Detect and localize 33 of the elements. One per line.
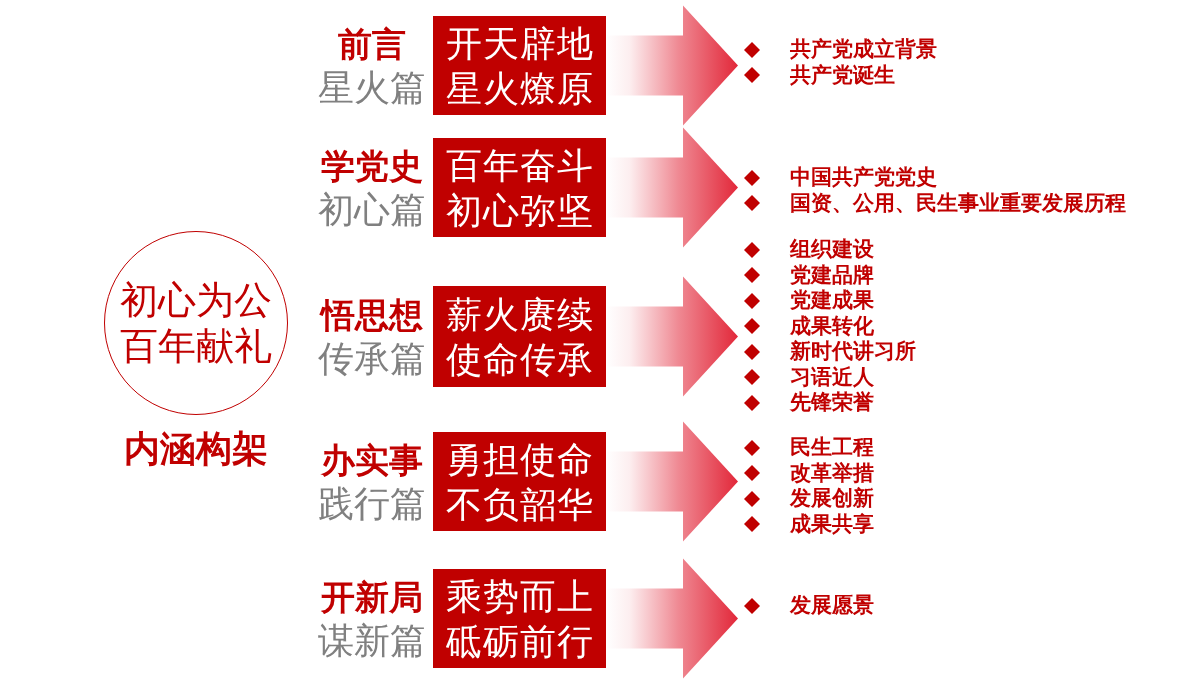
- bullet-text: 习语近人: [790, 364, 874, 390]
- phrase-box: 百年奋斗初心弥坚: [433, 138, 606, 237]
- bullet-text: 党建品牌: [790, 262, 874, 288]
- bullet-text: 共产党诞生: [790, 62, 895, 88]
- phrase-box: 勇担使命不负韶华: [433, 432, 606, 531]
- section-subtitle: 传承篇: [318, 336, 426, 381]
- bullet-text: 成果转化: [790, 313, 874, 339]
- section-title: 开新局: [321, 575, 423, 619]
- bullet-text: 共产党成立背景: [790, 37, 937, 63]
- section-subtitle: 谋新篇: [318, 618, 426, 663]
- bullet-text: 党建成果: [790, 288, 874, 314]
- section-subtitle: 初心篇: [318, 187, 426, 232]
- bullet-text: 发展创新: [790, 486, 874, 512]
- section-title: 学党史: [321, 144, 423, 188]
- bullet-text: 先锋荣誉: [790, 390, 874, 416]
- section-subtitle: 践行篇: [318, 481, 426, 526]
- bullet-text: 中国共产党党史: [790, 165, 937, 191]
- section-title: 悟思想: [321, 293, 423, 337]
- bullet-text: 组织建设: [790, 237, 874, 263]
- phrase-box: 乘势而上砥砺前行: [433, 569, 606, 668]
- phrase-box: 开天辟地星火燎原: [433, 16, 606, 115]
- bullet-text: 改革举措: [790, 460, 874, 486]
- section-subtitle: 星火篇: [318, 65, 426, 110]
- phrase-box: 薪火赓续使命传承: [433, 286, 606, 387]
- bullet-text: 国资、公用、民生事业重要发展历程: [790, 190, 1126, 216]
- bullet-text: 发展愿景: [790, 593, 874, 619]
- bullet-text: 新时代讲习所: [790, 339, 916, 365]
- circle-text: 初心为公百年献礼: [119, 277, 273, 369]
- circle-label: 内涵构架: [123, 427, 269, 471]
- bullet-text: 成果共享: [790, 511, 874, 537]
- section-title: 办实事: [321, 438, 423, 482]
- bullet-text: 民生工程: [790, 435, 874, 461]
- section-title: 前言: [338, 22, 406, 66]
